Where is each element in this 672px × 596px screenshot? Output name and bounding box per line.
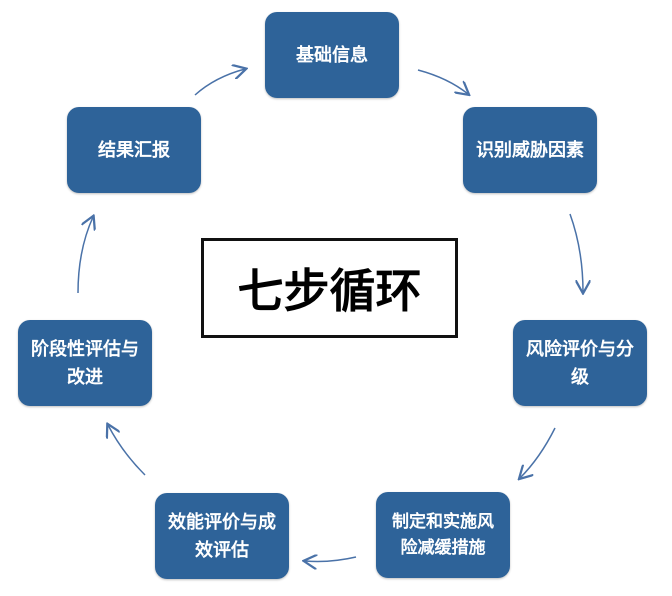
step-risk-assessment: 风险评价与分级: [513, 320, 647, 406]
arrow-3-to-4: [520, 427, 556, 478]
arrow-2-to-3: [569, 213, 583, 292]
arrow-5-to-6: [108, 425, 146, 476]
step-periodic-review: 阶段性评估与改进: [18, 320, 152, 406]
step-effectiveness-evaluation: 效能评价与成效评估: [155, 493, 289, 579]
arrow-7-to-1: [194, 69, 245, 96]
arrow-4-to-5: [305, 557, 357, 562]
cycle-title: 七步循环: [201, 238, 458, 338]
arrow-1-to-2: [417, 69, 468, 94]
arrow-6-to-7: [77, 217, 93, 294]
step-mitigation: 制定和实施风险减缓措施: [376, 492, 510, 578]
step-report-results: 结果汇报: [67, 107, 201, 193]
step-basic-info: 基础信息: [265, 12, 399, 98]
step-identify-threats: 识别威胁因素: [463, 107, 597, 193]
